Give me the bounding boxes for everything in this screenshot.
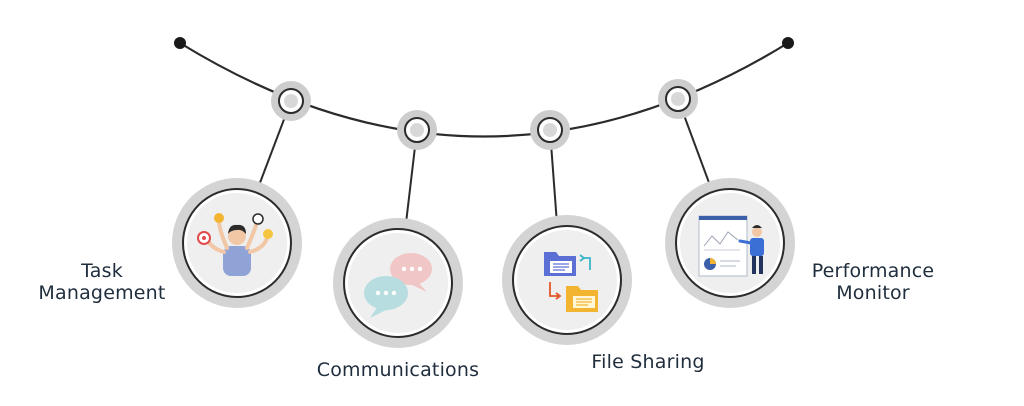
curve-node-perf — [658, 79, 698, 119]
curve-end-right — [782, 37, 794, 49]
label-task-management: Task Management — [22, 260, 182, 304]
label-task-line-1: Task — [81, 260, 123, 282]
label-file-line-1: File Sharing — [591, 351, 705, 373]
circle-file-sharing — [502, 215, 632, 345]
chat-bubbles-icon — [364, 253, 432, 318]
multitasking-person-icon — [197, 213, 273, 276]
label-task-line-2: Management — [38, 282, 166, 304]
curve-node-comm — [397, 110, 437, 150]
label-file-sharing: File Sharing — [578, 351, 718, 373]
folder-transfer-icon — [544, 252, 598, 312]
curve-node-file — [530, 110, 570, 150]
label-perf-line-2: Monitor — [836, 282, 910, 304]
circle-communications — [333, 218, 463, 348]
curve-end-left — [174, 37, 186, 49]
presentation-chart-icon — [698, 215, 764, 277]
hanging-curve — [179, 42, 789, 138]
label-perf-line-1: Performance — [811, 260, 935, 282]
circle-performance-monitor — [665, 178, 795, 308]
label-comm-line-1: Communications — [316, 359, 480, 381]
curve-node-task — [271, 81, 311, 121]
label-communications: Communications — [300, 359, 496, 381]
label-performance-monitor: Performance Monitor — [798, 260, 948, 304]
circle-task-management — [172, 178, 302, 308]
